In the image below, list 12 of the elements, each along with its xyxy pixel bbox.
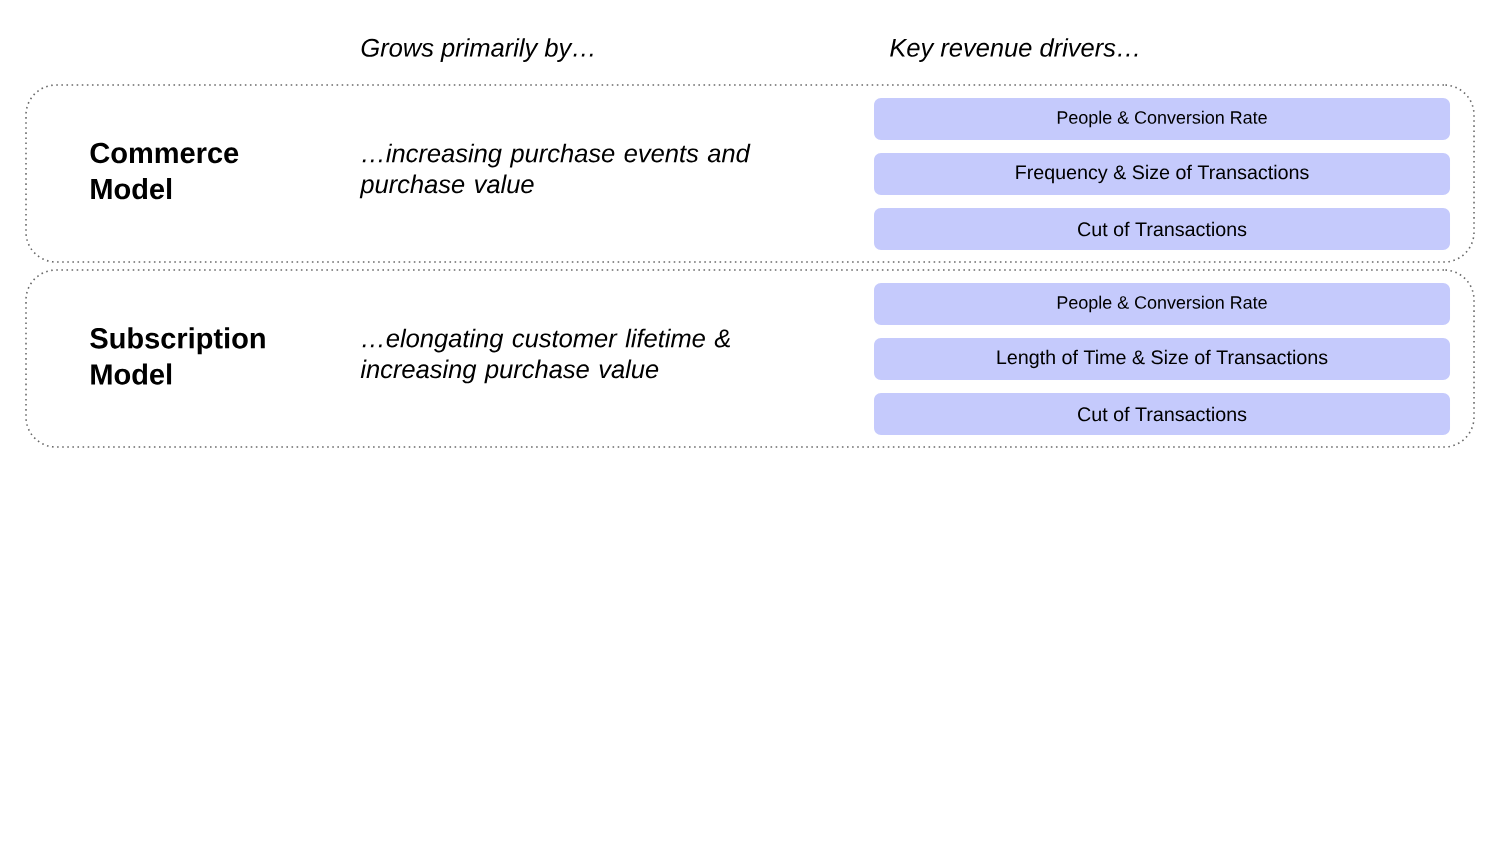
driver-pill: Cut of Transactions	[874, 208, 1450, 250]
driver-pill: People & Conversion Rate	[874, 283, 1450, 325]
column-heading: Grows primarily by…	[361, 38, 593, 62]
driver-pill: Frequency & Size of Transactions	[874, 153, 1450, 195]
driver-pill: Length of Time & Size of Transactions	[874, 338, 1450, 380]
row-heading: Commerce Model	[90, 142, 239, 200]
driver-pill: People & Conversion Rate	[874, 98, 1450, 140]
description-text: …increasing purchase events and purchase value	[359, 143, 751, 199]
description-text: …elongating customer lifetime & increasing purchase value	[360, 328, 730, 384]
row-heading: Subscription Model	[90, 327, 265, 385]
driver-pill: Cut of Transactions	[874, 393, 1450, 435]
column-heading: Key revenue drivers…	[890, 38, 1138, 62]
